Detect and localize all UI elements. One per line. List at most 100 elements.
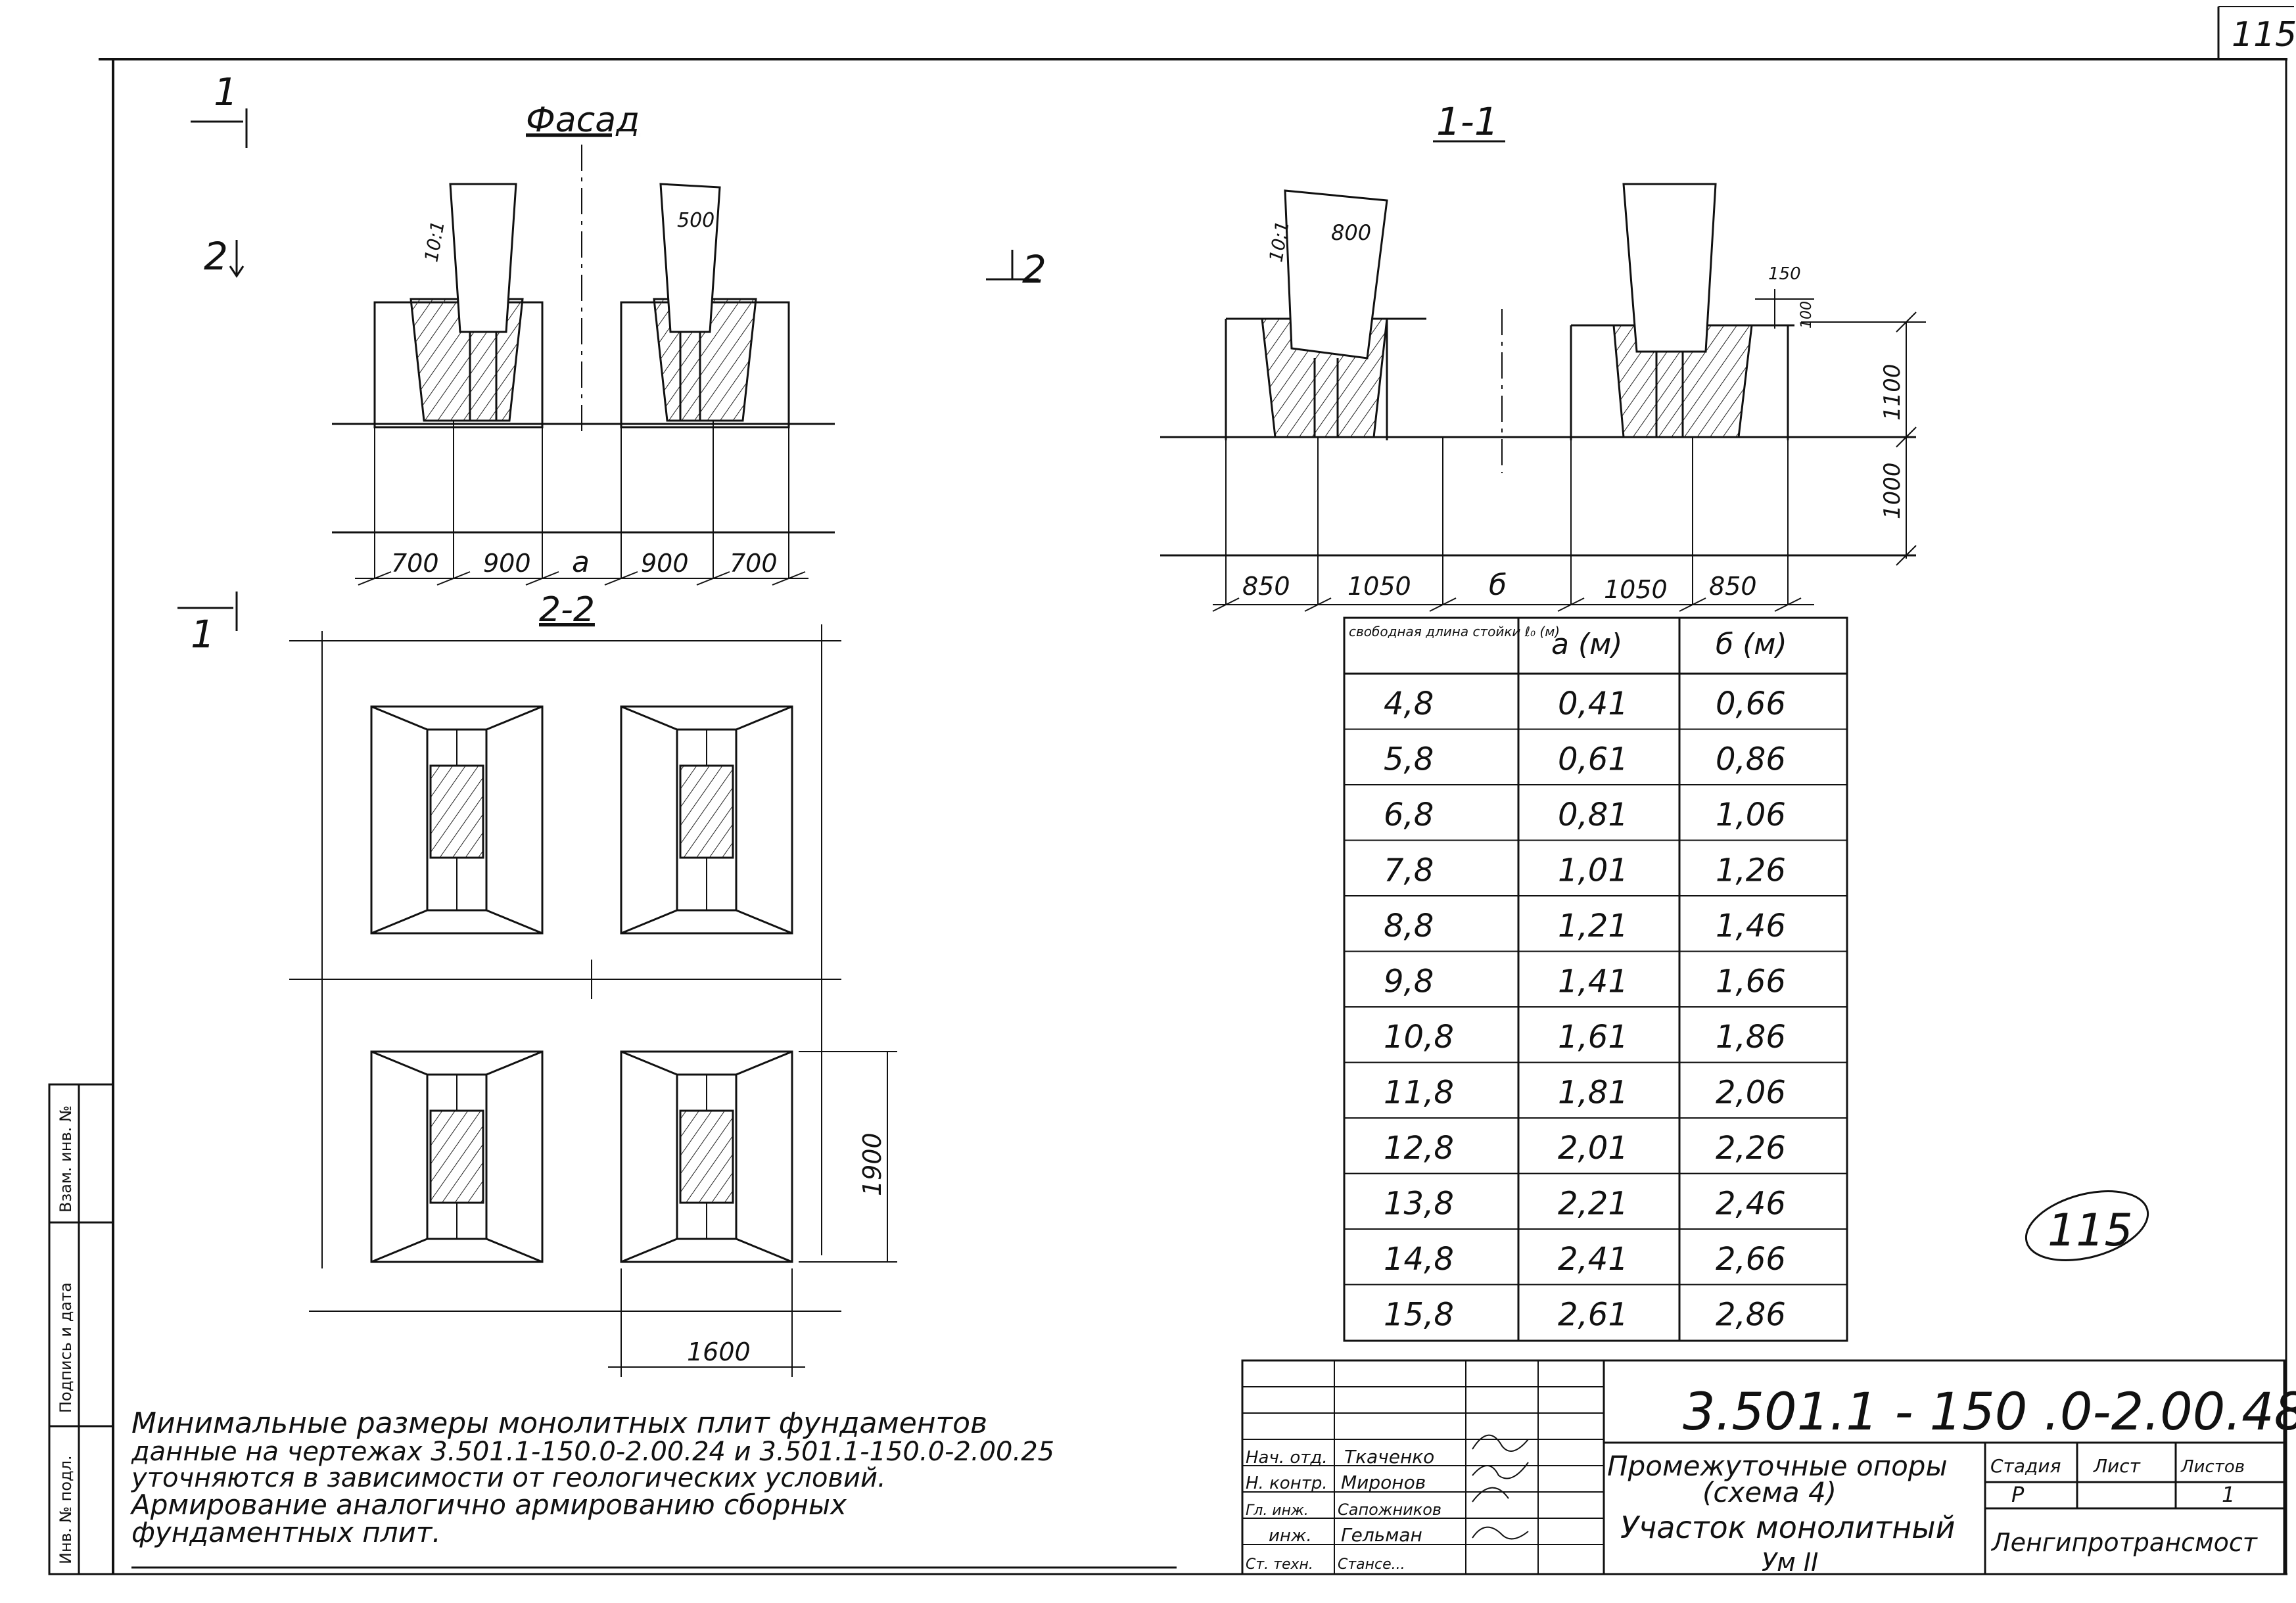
tb-document-code: 3.501.1 - 150 .0-2.00.48 <box>1683 1383 2296 1442</box>
table-cell: 11,8 <box>1384 1075 1454 1111</box>
tb-role-1: Нач. отд. <box>1246 1448 1328 1468</box>
table-cell: 8,8 <box>1384 908 1434 944</box>
table-cell: 5,8 <box>1384 741 1434 778</box>
table-cell: 1,61 <box>1558 1019 1628 1056</box>
tb-name-5: Стансе... <box>1338 1556 1405 1573</box>
table-header-l0: свободная длина стойки ℓ₀ (м) <box>1349 624 1560 639</box>
facade-view-mark: 2 <box>204 234 228 279</box>
table-cell: 7,8 <box>1384 852 1434 889</box>
table-cell: 1,46 <box>1716 908 1786 944</box>
section-offset-small: 100 <box>1798 301 1815 329</box>
table-cell: 0,81 <box>1558 797 1628 833</box>
section-dim-1: 850 <box>1242 572 1290 601</box>
table-cell: 1,81 <box>1558 1075 1628 1111</box>
facade-title: Фасад <box>526 101 640 140</box>
tb-name-1: Ткаченко <box>1344 1446 1434 1468</box>
facade-section-mark: 1 <box>214 70 238 114</box>
table-cell: 4,8 <box>1384 685 1434 722</box>
tb-sheets-label: Листов <box>2180 1457 2245 1477</box>
table-cell: 1,01 <box>1558 852 1628 889</box>
note-line-1: Минимальные размеры монолитных плит фунд… <box>131 1406 987 1440</box>
table-row-lines <box>1344 672 1847 1286</box>
tb-sheets-value: 1 <box>2222 1482 2235 1507</box>
table-cell: 2,41 <box>1558 1241 1628 1278</box>
tb-sheet-label: Лист <box>2093 1455 2141 1477</box>
facade-slope: 10:1 <box>420 220 448 264</box>
plan-width-dim: 1600 <box>687 1337 751 1366</box>
table-cell: 1,21 <box>1558 908 1628 944</box>
table-cell: 6,8 <box>1384 797 1434 833</box>
section-height-upper: 1100 <box>1879 363 1906 421</box>
facade-column-width: 500 <box>677 209 715 232</box>
section-column-width: 800 <box>1331 220 1371 245</box>
table-cell: 1,26 <box>1716 852 1786 889</box>
facade-dim-1: 700 <box>391 549 439 578</box>
table-header-a: а (м) <box>1551 628 1622 661</box>
section-height-lower: 1000 <box>1879 462 1906 519</box>
table-cell: 2,66 <box>1716 1241 1786 1278</box>
facade-dim-5: 700 <box>730 549 778 578</box>
size-table <box>1343 616 1848 1342</box>
circle-stamp-number: 115 <box>2048 1205 2133 1257</box>
table-cell: 2,06 <box>1716 1075 1786 1111</box>
sheet-number: 115 <box>2232 15 2296 55</box>
table-cell: 0,41 <box>1558 685 1628 722</box>
note-line-2: данные на чертежах 3.501.1-150.0-2.00.24… <box>131 1437 1054 1467</box>
note-line-5: фундаментных плит. <box>131 1516 441 1548</box>
tb-role-2: Н. контр. <box>1246 1474 1328 1493</box>
tb-title-4: Ум II <box>1762 1548 1818 1577</box>
tb-name-3: Сапожников <box>1338 1500 1441 1519</box>
table-cell: 2,46 <box>1716 1186 1786 1222</box>
table-cell: 0,86 <box>1716 741 1786 778</box>
tb-title-3: Участок монолитный <box>1620 1510 1955 1545</box>
section-dim-4: 1050 <box>1604 575 1668 604</box>
table-cell: 2,21 <box>1558 1186 1628 1222</box>
tb-organization: Ленгипротрансмост <box>1990 1528 2259 1557</box>
side-stamp <box>48 1083 114 1575</box>
table-cell: 0,66 <box>1716 685 1786 722</box>
note-line-4: Армирование аналогично армированию сборн… <box>129 1489 847 1521</box>
tb-role-4: инж. <box>1269 1526 1312 1546</box>
facade-dim-3: а <box>572 546 590 579</box>
tb-name-2: Миронов <box>1341 1472 1426 1493</box>
table-cell: 13,8 <box>1384 1186 1454 1222</box>
section-view-mark: 2 <box>1022 247 1046 292</box>
circle-stamp <box>2025 1190 2149 1261</box>
table-cell: 0,61 <box>1558 741 1628 778</box>
table-cell: 1,41 <box>1558 964 1628 1000</box>
table-cell: 2,01 <box>1558 1130 1628 1167</box>
table-header-l0-text: свободная длина стойки ℓ₀ (м) <box>1349 624 1560 639</box>
facade-view <box>191 108 835 586</box>
tb-role-5: Ст. техн. <box>1246 1556 1313 1573</box>
section-title: 1-1 <box>1436 99 1499 144</box>
section-dim-2: 1050 <box>1347 572 1411 601</box>
table-cell: 2,61 <box>1558 1297 1628 1334</box>
tb-role-3: Гл. инж. <box>1246 1502 1309 1519</box>
table-header-b: б (м) <box>1716 628 1787 661</box>
section-dim-5: 850 <box>1709 572 1757 601</box>
table-cell: 14,8 <box>1384 1241 1454 1278</box>
side-stamp-replace: Взам. инв. № <box>57 1105 75 1213</box>
plan-height-dim: 1900 <box>858 1132 887 1196</box>
table-cell: 2,86 <box>1716 1297 1786 1334</box>
tb-title-1: Промежуточные опоры <box>1607 1450 1948 1482</box>
plan-section-mark: 1 <box>191 612 215 657</box>
tb-title-2: (схема 4) <box>1702 1476 1837 1508</box>
table-cell: 1,86 <box>1716 1019 1786 1056</box>
table-cell: 1,66 <box>1716 964 1786 1000</box>
table-cell: 9,8 <box>1384 964 1434 1000</box>
section-offset-top: 150 <box>1768 264 1801 284</box>
plan-2-2-view <box>177 592 897 1377</box>
table-cell: 15,8 <box>1384 1297 1454 1334</box>
title-block <box>1241 1359 2285 1575</box>
plan-title: 2-2 <box>539 590 595 630</box>
section-dim-3: б <box>1489 569 1507 602</box>
note-line-3: уточняются в зависимости от геологически… <box>131 1463 886 1493</box>
facade-dim-2: 900 <box>483 549 531 578</box>
tb-name-4: Гельман <box>1341 1524 1422 1546</box>
side-stamp-inv: Инв. № подл. <box>57 1455 75 1564</box>
table-cell: 12,8 <box>1384 1130 1454 1167</box>
notes: Минимальные размеры монолитных плит фунд… <box>129 1406 1054 1548</box>
table-cell: 2,26 <box>1716 1130 1786 1167</box>
table-cell: 1,06 <box>1716 797 1786 833</box>
